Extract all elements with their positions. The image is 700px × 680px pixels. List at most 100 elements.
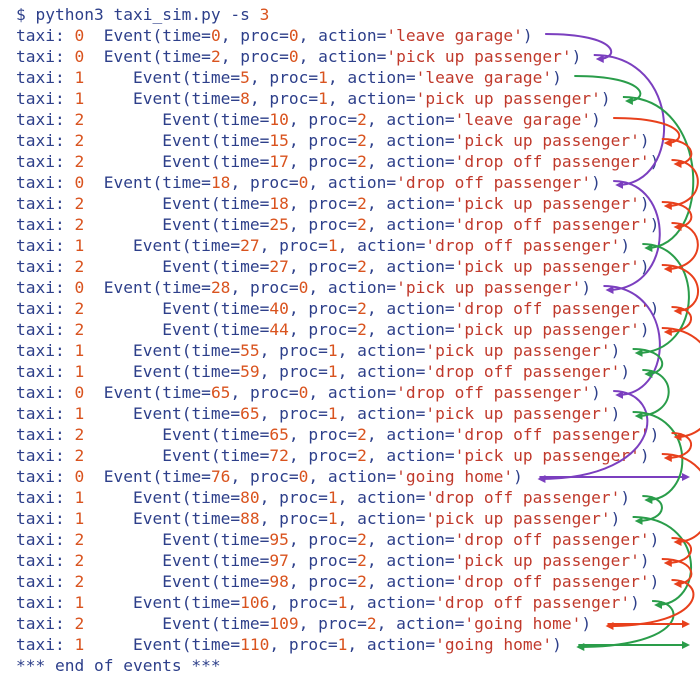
event-time: 25 [269, 215, 289, 234]
prompt-symbol: $ [16, 5, 26, 24]
event-proc: 2 [357, 131, 367, 150]
event-line: taxi: 2 Event(time=15, proc=2, action='p… [16, 131, 650, 150]
event-action: drop off passenger [464, 530, 640, 549]
event-line: taxi: 2 Event(time=17, proc=2, action='d… [16, 152, 660, 171]
taxi-id: 1 [74, 68, 85, 87]
event-action: drop off passenger [435, 236, 611, 255]
event-action: leave garage [396, 26, 514, 45]
event-action: pick up passenger [425, 89, 592, 108]
event-time: 10 [269, 110, 289, 129]
taxi-id: 0 [74, 383, 85, 402]
taxi-2-arrow [613, 117, 681, 147]
taxi-id: 0 [74, 467, 85, 486]
event-line: taxi: 0 Event(time=18, proc=0, action='d… [16, 173, 601, 192]
event-proc: 1 [327, 488, 338, 507]
event-line: taxi: 2 Event(time=18, proc=2, action='p… [16, 194, 650, 213]
event-action: pick up passenger [396, 47, 562, 66]
taxi-2-arrow [663, 537, 693, 567]
event-action: going home [405, 467, 504, 486]
event-action: drop off passenger [464, 572, 640, 591]
event-time: 40 [269, 299, 289, 318]
taxi-id: 2 [74, 194, 85, 213]
command-text: python3 taxi_sim.py [35, 5, 221, 24]
taxi-id: 1 [74, 509, 85, 528]
taxi-id: 0 [74, 47, 85, 66]
event-time: 59 [240, 362, 260, 381]
event-line: taxi: 0 Event(time=28, proc=0, action='p… [16, 278, 592, 297]
event-time: 95 [269, 530, 289, 549]
event-action: drop off passenger [464, 215, 640, 234]
event-proc: 2 [357, 110, 367, 129]
event-time: 98 [269, 572, 289, 591]
event-time: 2 [210, 47, 221, 66]
event-action: leave garage [425, 68, 543, 87]
event-time: 55 [240, 341, 260, 360]
end-of-events: *** end of events *** [16, 656, 221, 675]
taxi-id: 2 [74, 131, 85, 150]
event-line: taxi: 1 Event(time=55, proc=1, action='p… [16, 341, 621, 360]
event-proc: 0 [298, 173, 309, 192]
event-time: 27 [269, 257, 289, 276]
event-line: taxi: 1 Event(time=59, proc=1, action='d… [16, 362, 631, 381]
event-time: 65 [240, 404, 260, 423]
event-line: taxi: 1 Event(time=8, proc=1, action='pi… [16, 89, 611, 108]
event-line: taxi: 2 Event(time=95, proc=2, action='d… [16, 530, 660, 549]
event-time: 44 [269, 320, 289, 339]
taxi-id: 2 [74, 572, 85, 591]
taxi-id: 1 [74, 89, 85, 108]
event-time: 109 [269, 614, 299, 633]
event-action: drop off passenger [435, 362, 611, 381]
taxi-1-arrow [574, 75, 642, 105]
event-line: taxi: 2 Event(time=44, proc=2, action='p… [16, 320, 650, 339]
command-line: $ python3 taxi_sim.py -s 3 [16, 4, 269, 25]
taxi-0-arrow [603, 285, 661, 399]
taxi-id: 2 [74, 299, 85, 318]
taxi-2-arrow [661, 138, 693, 168]
taxi-id: 2 [74, 614, 85, 633]
event-action: pick up passenger [405, 278, 572, 297]
event-proc: 1 [327, 404, 338, 423]
taxi-id: 2 [74, 215, 85, 234]
event-action: pick up passenger [464, 194, 631, 213]
event-time: 110 [240, 635, 270, 654]
taxi-1-arrow [634, 495, 663, 525]
event-action: drop off passenger [435, 488, 611, 507]
taxi-2-arrow [661, 558, 693, 588]
taxi-id: 2 [74, 551, 85, 570]
event-proc: 2 [357, 194, 367, 213]
taxi-id: 2 [74, 257, 85, 276]
taxi-2-arrow [663, 306, 693, 336]
event-line: taxi: 1 Event(time=65, proc=1, action='p… [16, 404, 621, 423]
event-line: taxi: 1 Event(time=88, proc=1, action='p… [16, 509, 621, 528]
event-time: 17 [269, 152, 289, 171]
event-proc: 2 [357, 551, 367, 570]
taxi-1-arrow [622, 96, 695, 252]
command-option-value: 3 [259, 5, 270, 24]
event-time: 18 [269, 194, 289, 213]
event-time: 72 [269, 446, 289, 465]
event-line: taxi: 1 Event(time=5, proc=1, action='le… [16, 68, 562, 87]
event-line: taxi: 2 Event(time=10, proc=2, action='l… [16, 110, 601, 129]
event-action: pick up passenger [435, 341, 601, 360]
event-proc: 2 [357, 320, 367, 339]
event-proc: 2 [357, 215, 367, 234]
event-proc: 0 [298, 278, 309, 297]
event-proc: 1 [327, 509, 338, 528]
event-action: pick up passenger [435, 509, 601, 528]
taxi-0-arrow [593, 54, 666, 189]
taxi-2-arrow [661, 201, 693, 231]
event-line: taxi: 2 Event(time=25, proc=2, action='d… [16, 215, 660, 234]
event-line: taxi: 0 Event(time=0, proc=0, action='le… [16, 26, 533, 45]
taxi-0-arrow [537, 390, 649, 483]
event-time: 88 [240, 509, 260, 528]
event-line: taxi: 1 Event(time=27, proc=1, action='d… [16, 236, 631, 255]
event-proc: 1 [327, 236, 338, 255]
event-action: leave garage [464, 110, 582, 129]
event-proc: 1 [327, 362, 338, 381]
event-proc: 0 [298, 467, 309, 486]
event-action: pick up passenger [464, 257, 631, 276]
event-action: pick up passenger [464, 320, 631, 339]
event-action: drop off passenger [464, 425, 640, 444]
event-proc: 0 [288, 26, 299, 45]
taxi-id: 1 [74, 236, 85, 255]
